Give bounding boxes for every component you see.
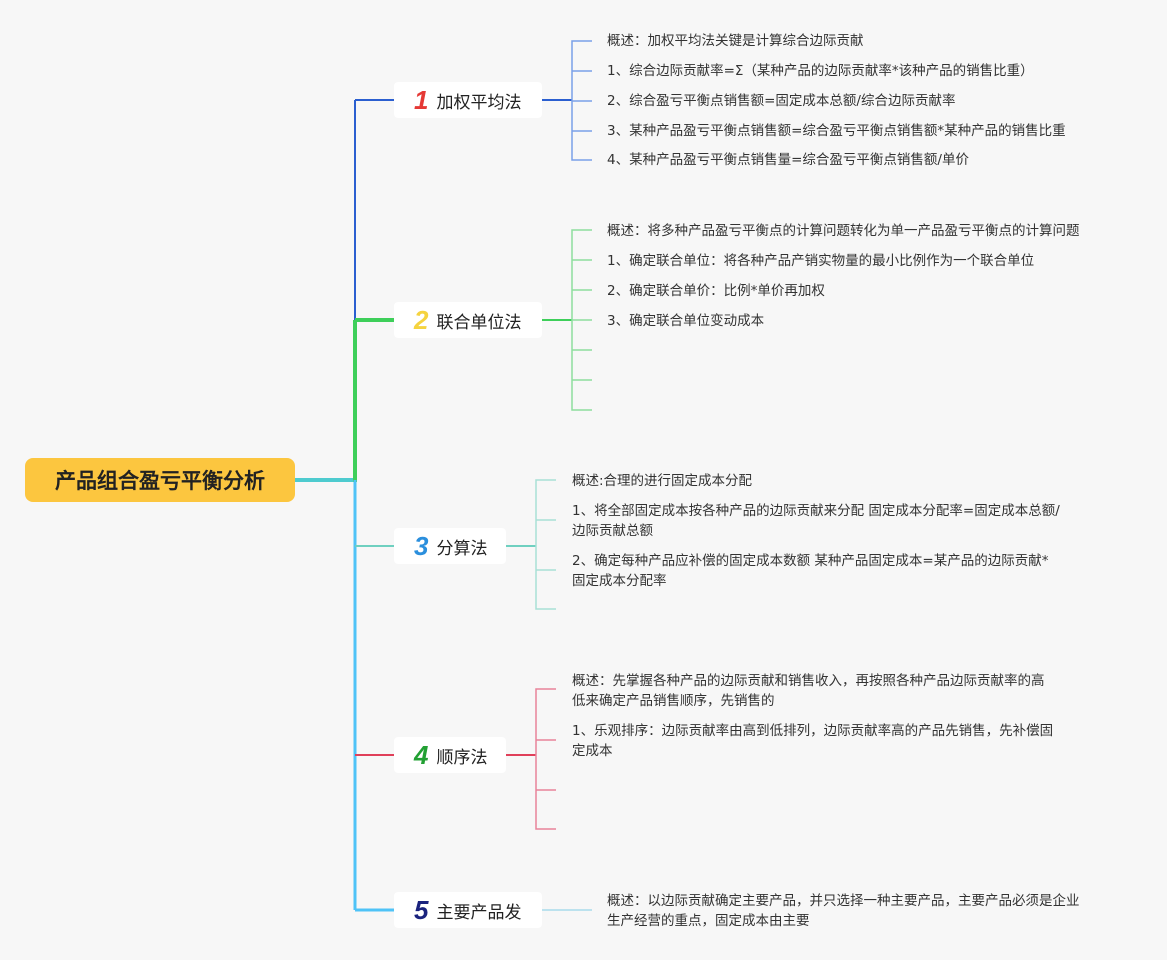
leaf-topic[interactable]: 概述：加权平均法关键是计算综合边际贡献 (607, 33, 864, 49)
leaf-topic[interactable]: 2、确定每种产品应补偿的固定成本数额 某种产品固定成本=某产品的边际贡献* 固定… (572, 553, 1049, 589)
leaf-topic[interactable]: 概述:合理的进行固定成本分配 (572, 473, 753, 489)
root-label: 产品组合盈亏平衡分析 (55, 469, 265, 493)
branch-weighted-average[interactable]: 1 加权平均法 (394, 82, 542, 118)
branch-allocation[interactable]: 3 分算法 (394, 528, 506, 564)
leaf-topic[interactable]: 概述：先掌握各种产品的边际贡献和销售收入，再按照各种产品边际贡献率的高 低来确定… (572, 673, 1045, 709)
leaf-topic[interactable]: 2、综合盈亏平衡点销售额=固定成本总额/综合边际贡献率 (607, 93, 956, 109)
root-topic[interactable]: 产品组合盈亏平衡分析 (25, 458, 295, 502)
leaf-topic[interactable]: 3、确定联合单位变动成本 (607, 313, 765, 329)
branch-label: 分算法 (436, 538, 488, 559)
leaf-topic[interactable]: 1、综合边际贡献率=Σ（某种产品的边际贡献率*该种产品的销售比重） (607, 63, 1034, 79)
number-3-icon: 3 (414, 530, 429, 561)
leaf-topic[interactable]: 4、某种产品盈亏平衡点销售量=综合盈亏平衡点销售额/单价 (607, 152, 969, 168)
leaf-topic[interactable]: 概述：以边际贡献确定主要产品，并只选择一种主要产品，主要产品必须是企业 生产经营… (607, 893, 1080, 929)
leaf-topic[interactable]: 1、确定联合单位：将各种产品产销实物量的最小比例作为一个联合单位 (607, 253, 1035, 269)
branch-label: 加权平均法 (436, 92, 522, 113)
leaf-topic[interactable]: 1、将全部固定成本按各种产品的边际贡献来分配 固定成本分配率=固定成本总额/ 边… (572, 503, 1060, 539)
branch-label: 联合单位法 (436, 312, 522, 333)
number-2-icon: 2 (414, 304, 429, 335)
leaf-topic[interactable]: 1、乐观排序：边际贡献率由高到低排列，边际贡献率高的产品先销售，先补偿固 定成本 (572, 723, 1054, 759)
branch-sequence[interactable]: 4 顺序法 (394, 737, 506, 773)
number-4-icon: 4 (414, 739, 429, 770)
leaf-topic[interactable]: 3、某种产品盈亏平衡点销售额=综合盈亏平衡点销售额*某种产品的销售比重 (607, 123, 1066, 139)
branch-label: 顺序法 (436, 747, 488, 768)
leaf-topic[interactable]: 2、确定联合单价：比例*单价再加权 (607, 283, 825, 299)
number-5-icon: 5 (414, 894, 429, 925)
branch-label: 主要产品发 (436, 902, 522, 923)
branch-joint-unit[interactable]: 2 联合单位法 (394, 302, 542, 338)
number-1-icon: 1 (414, 84, 429, 115)
leaf-topic[interactable]: 概述：将多种产品盈亏平衡点的计算问题转化为单一产品盈亏平衡点的计算问题 (607, 223, 1080, 239)
branch-main-product[interactable]: 5 主要产品发 (394, 892, 542, 928)
